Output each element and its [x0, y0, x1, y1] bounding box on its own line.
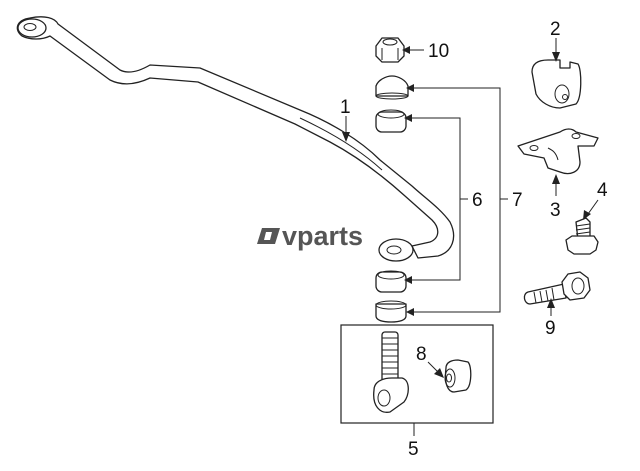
callout-7: 7 — [512, 190, 523, 211]
callout-5: 5 — [408, 439, 419, 460]
watermark-text: vparts — [282, 221, 363, 251]
stabilizer-bar[interactable] — [16, 16, 455, 262]
upper-retainer[interactable] — [375, 75, 409, 100]
callout-2: 2 — [550, 19, 561, 40]
lower-cushion[interactable] — [375, 270, 407, 293]
lower-retainer[interactable] — [375, 300, 407, 323]
nut[interactable] — [375, 37, 405, 63]
bolt-long[interactable] — [523, 271, 591, 305]
bushing[interactable] — [531, 59, 582, 109]
stabilizer-link[interactable] — [373, 331, 409, 413]
vparts-logo: vparts — [257, 221, 363, 251]
bracket[interactable] — [517, 128, 599, 175]
leader-lines — [342, 38, 599, 436]
link-bushing[interactable] — [444, 359, 472, 393]
callout-1: 1 — [340, 97, 351, 118]
link-kit-box — [340, 324, 494, 424]
callout-3: 3 — [550, 200, 561, 221]
callout-10: 10 — [428, 41, 449, 62]
callout-4: 4 — [597, 180, 608, 201]
callout-6: 6 — [472, 190, 483, 211]
callout-8: 8 — [416, 344, 427, 365]
bolt-short[interactable] — [565, 217, 599, 255]
upper-cushion[interactable] — [375, 109, 407, 133]
callout-9: 9 — [545, 318, 556, 339]
